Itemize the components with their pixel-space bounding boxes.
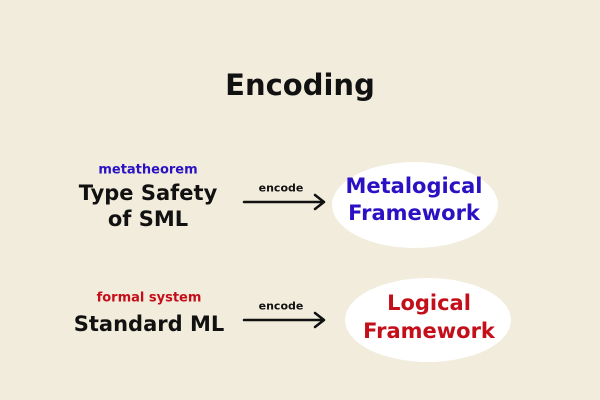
arrow-icon xyxy=(242,311,326,329)
encode-label: encode xyxy=(258,299,304,313)
metatheorem-tag: metatheorem xyxy=(98,162,198,178)
formal-system-tag: formal system xyxy=(96,290,202,306)
subject-line-1: Type Safety xyxy=(78,181,218,205)
target-line-2: Framework xyxy=(363,319,495,343)
target-line-1: Logical xyxy=(387,291,471,315)
encode-label: encode xyxy=(258,181,304,195)
metalogical-framework-ellipse xyxy=(332,162,498,248)
standard-ml-label: Standard ML xyxy=(73,312,225,336)
logical-framework-label: Logical Framework xyxy=(363,289,495,345)
slide-title: Encoding xyxy=(225,68,375,102)
logical-framework-ellipse xyxy=(345,278,511,362)
target-line-2: Framework xyxy=(348,201,480,225)
metalogical-framework-label: Metalogical Framework xyxy=(345,173,482,227)
target-line-1: Metalogical xyxy=(345,174,483,198)
arrow-icon xyxy=(242,193,326,211)
type-safety-label: Type Safety of SML xyxy=(79,180,218,232)
subject-line-2: of SML xyxy=(107,207,189,231)
